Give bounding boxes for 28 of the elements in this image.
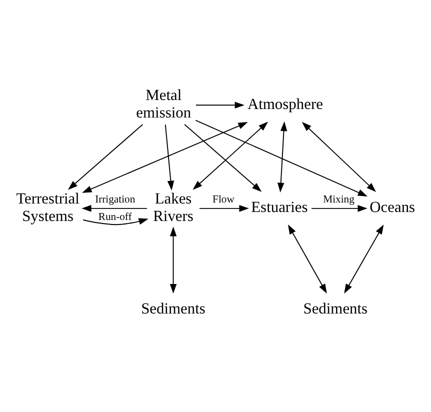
arrow — [192, 121, 268, 190]
node-text: Atmosphere — [247, 95, 323, 112]
edge-label: Flow — [212, 194, 234, 205]
arrow — [82, 218, 148, 225]
arrow — [195, 101, 244, 108]
arrow — [82, 122, 248, 192]
arrow — [82, 204, 148, 212]
node-text: Sediments — [303, 300, 368, 317]
edge-label: Run-off — [98, 211, 132, 222]
arrow — [199, 204, 249, 212]
arrow — [311, 204, 368, 212]
edge-label: Irrigation — [95, 194, 136, 205]
edge-label: Mixing — [323, 194, 354, 205]
node-text: Estuaries — [251, 198, 308, 216]
node-text: Lakes Rivers — [153, 190, 194, 224]
node-text: Sediments — [141, 300, 206, 317]
arrow — [184, 124, 262, 192]
arrow — [288, 224, 327, 294]
arrow — [344, 224, 384, 294]
arrow — [68, 124, 144, 190]
arrow — [164, 124, 174, 190]
node-text: Metal emission — [136, 86, 192, 122]
node-text: Oceans — [370, 198, 416, 216]
arrow — [195, 119, 368, 196]
arrow — [302, 121, 376, 192]
arrow — [170, 226, 177, 294]
arrow — [277, 120, 288, 192]
node-text: Terrestrial Systems — [16, 190, 80, 224]
